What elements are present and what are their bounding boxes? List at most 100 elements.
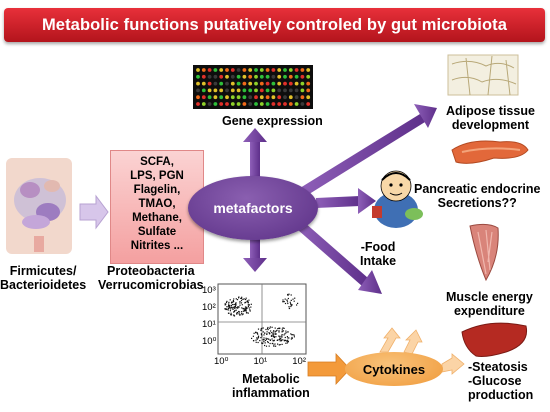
flow-event-dot (239, 301, 241, 303)
factor-item: Flagelin, (133, 184, 181, 196)
flow-event-dot (244, 302, 246, 304)
flow-event-dot (226, 306, 228, 308)
microarray-spot (219, 81, 224, 86)
muscle-label-line1: Muscle energy (446, 290, 533, 304)
flow-y-tick: 10⁰ (202, 336, 217, 347)
liver-illustration (461, 322, 528, 357)
microarray-spot (277, 68, 282, 72)
flow-event-dot (243, 298, 245, 300)
source-label: Firmicutes/ Bacterioidetes (0, 264, 86, 292)
flow-event-dot (270, 335, 273, 337)
flow-event-dot (229, 310, 231, 312)
microarray-spot (300, 88, 305, 93)
microarray-spot (259, 102, 264, 106)
flow-event-dot (271, 326, 273, 328)
arrow-to-inflammation (243, 238, 267, 272)
microarray-spot (201, 68, 206, 72)
microarray-spot (219, 102, 224, 106)
flow-event-dot (248, 304, 250, 306)
flow-event-dot (260, 333, 262, 335)
microarray-spot (213, 88, 218, 93)
microarray-spot (201, 81, 206, 86)
flow-event-dot (241, 312, 243, 315)
figure-title: Metabolic functions putatively controled… (41, 15, 508, 34)
flow-event-dot (277, 339, 279, 341)
flow-event-dot (235, 302, 237, 304)
flow-event-dot (257, 336, 260, 338)
flow-event-dot (256, 338, 258, 340)
microarray-spot (248, 95, 253, 100)
flow-event-dot (274, 333, 276, 335)
flow-event-dot (288, 293, 290, 295)
flow-event-dot (247, 312, 249, 314)
flow-event-dot (281, 343, 283, 345)
flow-event-dot (257, 337, 259, 339)
microarray-spot (283, 95, 287, 100)
flow-event-dot (282, 327, 284, 329)
microarray-spot (277, 74, 282, 79)
flow-event-dot (281, 328, 283, 330)
microarray-spot (225, 68, 229, 72)
flow-event-dot (273, 330, 275, 332)
arrow-to-adipose (300, 104, 437, 196)
flow-event-dot (247, 304, 249, 306)
microarray-spot (288, 68, 293, 72)
flow-x-tick: 10¹ (253, 356, 268, 367)
microarray-spot (248, 81, 253, 86)
flow-event-dot (265, 345, 268, 347)
flow-event-dot (228, 301, 230, 303)
flow-event-dot (260, 329, 262, 331)
flow-event-dot (288, 337, 290, 339)
flow-event-dot (224, 308, 226, 310)
flow-event-dot (234, 310, 236, 312)
flow-event-dot (255, 332, 257, 334)
flow-event-dot (274, 327, 276, 329)
flow-y-tick: 10² (202, 302, 216, 313)
microarray-spot (294, 81, 299, 86)
flow-event-dot (293, 334, 295, 336)
flow-event-dot (260, 334, 263, 336)
microarray-spot (300, 95, 305, 100)
flow-event-dot (242, 310, 244, 312)
flow-event-dot (233, 311, 235, 313)
microarray-spot (201, 102, 206, 106)
microarray-spot (294, 88, 299, 93)
cytokine-output-arrows (379, 327, 465, 375)
flow-event-dot (286, 336, 288, 338)
flow-event-dot (278, 331, 280, 333)
microarray-spot (248, 68, 253, 72)
flow-event-dot (262, 339, 264, 341)
flow-event-dot (284, 336, 286, 339)
flow-event-dot (275, 336, 277, 338)
flow-event-dot (269, 326, 271, 328)
factor-item: Methane, (132, 212, 182, 224)
flow-event-dot (228, 307, 230, 309)
factor-item: SCFA, (140, 156, 174, 168)
flow-event-dot (271, 332, 273, 334)
flow-event-dot (234, 307, 236, 309)
flow-event-dot (293, 336, 295, 338)
microarray-image (193, 65, 313, 109)
flow-y-tick: 10³ (202, 285, 216, 296)
microarray-spot (259, 95, 264, 100)
flow-event-dot (244, 306, 247, 308)
microarray-spot (283, 68, 287, 72)
flow-event-dot (235, 298, 237, 300)
flow-event-dot (251, 337, 253, 339)
bacteria-label: Proteobacteria Verrucomicrobias (98, 264, 204, 292)
microarray-spot (265, 88, 270, 93)
flow-event-dot (249, 310, 251, 312)
arrow-to-food-intake (316, 188, 376, 214)
flow-event-dot (287, 294, 289, 296)
microarray-spot (225, 88, 229, 93)
flow-event-dot (286, 342, 288, 344)
flow-event-dot (238, 310, 240, 313)
microarray-spot (219, 68, 224, 72)
flow-event-dot (230, 306, 232, 308)
flow-event-dot (280, 337, 282, 339)
flow-event-dot (268, 338, 270, 340)
flow-event-dot (281, 331, 283, 333)
flow-event-dot (267, 326, 269, 329)
microarray-spot (254, 88, 258, 93)
